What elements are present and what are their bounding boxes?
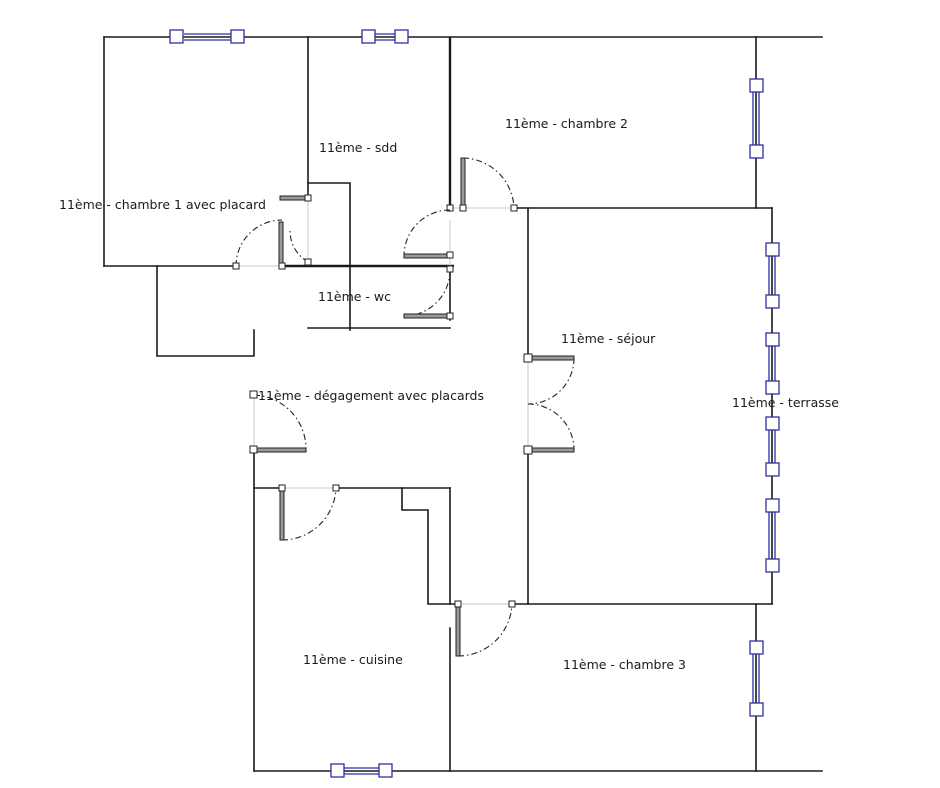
door-sdd: [279, 194, 312, 266]
door-cuisine: [278, 484, 340, 541]
window-sejour-1: [765, 242, 780, 309]
window-chambre1: [169, 29, 245, 44]
label-wc: 11ème - wc: [318, 289, 391, 304]
label-degagement: 11ème - dégagement avec placards: [258, 388, 484, 403]
window-cuisine: [330, 763, 393, 778]
label-sejour: 11ème - séjour: [561, 331, 656, 346]
door-sdd-lower: [403, 209, 454, 259]
window-sejour-3: [765, 416, 780, 477]
label-cuisine: 11ème - cuisine: [303, 652, 403, 667]
openings: [236, 198, 529, 605]
label-chambre2: 11ème - chambre 2: [505, 116, 628, 131]
door-sejour-top: [523, 353, 575, 405]
window-sdd: [361, 29, 409, 44]
door-chambre2: [446, 157, 518, 212]
window-chambre3: [749, 640, 764, 717]
door-sejour-bottom: [523, 403, 575, 455]
label-chambre3: 11ème - chambre 3: [563, 657, 686, 672]
window-sejour-2: [765, 332, 780, 395]
door-chambre1: [232, 219, 286, 270]
door-chambre3: [454, 600, 516, 657]
label-sdd: 11ème - sdd: [319, 140, 397, 155]
window-chambre2: [749, 78, 764, 159]
window-sejour-4: [765, 498, 780, 573]
walls: [103, 36, 823, 772]
door-degagement: [249, 390, 307, 454]
door-wc: [403, 265, 454, 320]
label-terrasse: 11ème - terrasse: [732, 395, 839, 410]
label-chambre1: 11ème - chambre 1 avec placard: [59, 197, 266, 212]
room-labels: 11ème - chambre 1 avec placard 11ème - s…: [59, 116, 839, 672]
